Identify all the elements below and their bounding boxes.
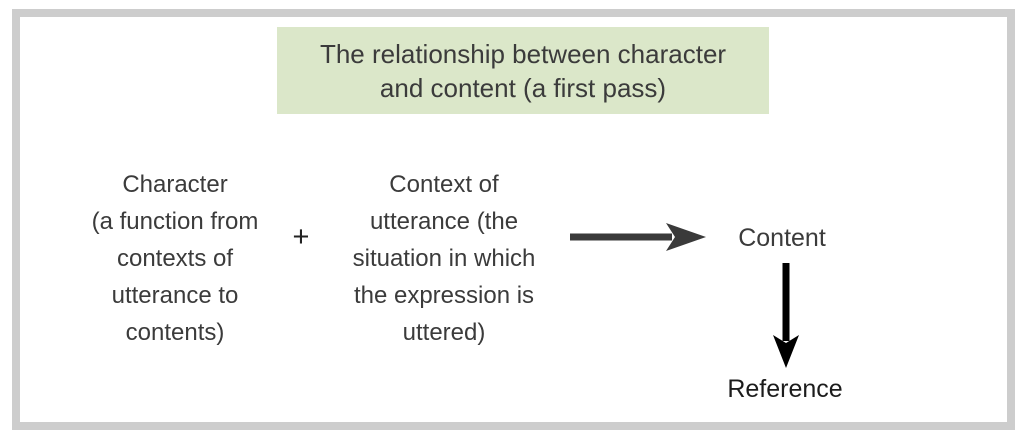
down-arrow-icon xyxy=(773,263,799,368)
context-node: Context of utterance (the situation in w… xyxy=(352,171,536,346)
content-node: Content xyxy=(738,224,826,252)
right-arrow-icon xyxy=(570,223,706,251)
title-box: The relationship between character and c… xyxy=(277,27,769,114)
reference-node: Reference xyxy=(727,375,843,403)
diagram-title: The relationship between character and c… xyxy=(319,38,727,103)
plus-operator: + xyxy=(292,221,310,253)
diagram-frame xyxy=(12,9,1015,430)
character-node: Character (a function from contexts of u… xyxy=(91,171,259,346)
